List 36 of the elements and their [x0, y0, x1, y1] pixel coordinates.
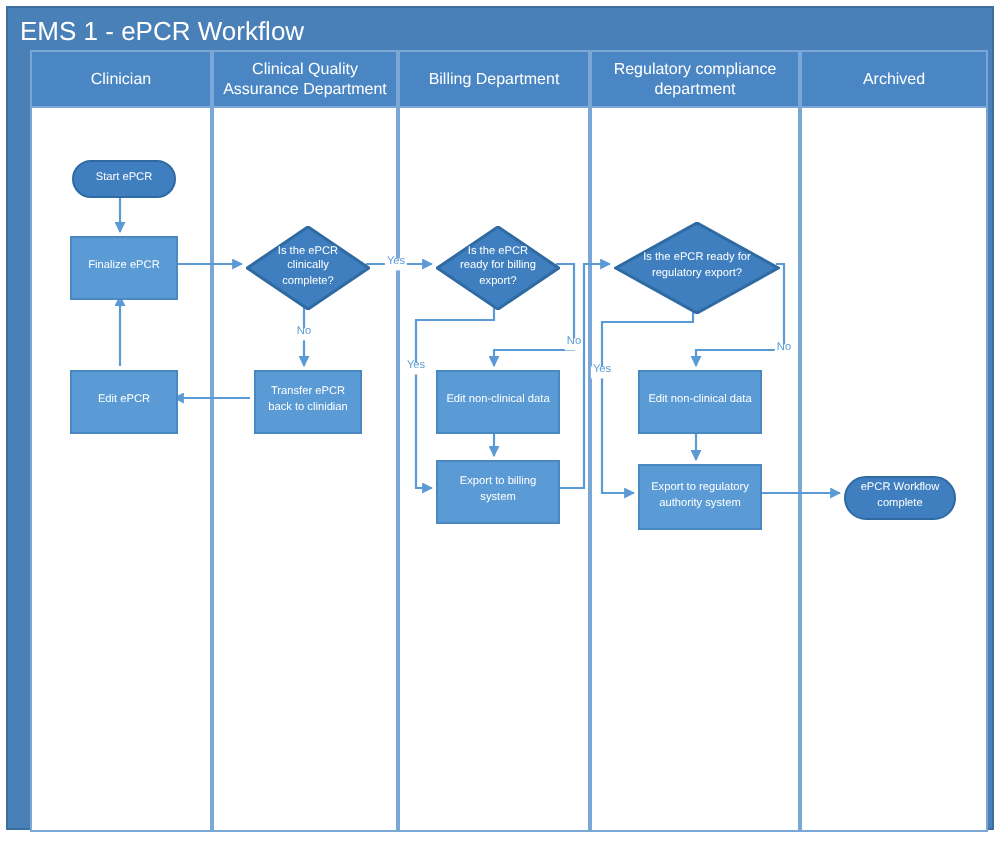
process-box [70, 236, 178, 300]
connector-arrow [172, 392, 250, 404]
terminator-shape [844, 475, 956, 519]
connector-arrow [114, 194, 126, 234]
connector-arrow [114, 294, 126, 366]
process-box [638, 370, 762, 434]
process-box [436, 370, 560, 434]
diagram-title: EMS 1 - ePCR Workflow [20, 16, 305, 46]
connector-arrow [556, 258, 612, 490]
connector-arrow [690, 262, 786, 368]
connector-arrow [366, 258, 434, 270]
decision-diamond [614, 222, 780, 314]
decision-diamond [436, 226, 560, 310]
lane-header: Regulatory compliance department [590, 50, 800, 108]
connector-arrow [488, 262, 576, 368]
lane-header: Billing Department [398, 50, 590, 108]
connector-arrow [758, 487, 842, 499]
connector-arrow [690, 430, 702, 462]
connector-arrow [414, 306, 496, 494]
decision-diamond [246, 226, 370, 310]
connector-arrow [174, 258, 244, 270]
terminator-shape [72, 160, 176, 198]
connector-arrow [298, 306, 310, 368]
swimlane-pool [6, 6, 994, 830]
lane-header: Clinical Quality Assurance Department [212, 50, 398, 108]
process-box [638, 464, 762, 530]
swimlane [590, 50, 800, 832]
connector-arrow [488, 430, 500, 458]
lane-header: Clinician [30, 50, 212, 108]
swimlane [30, 50, 212, 832]
swimlane [800, 50, 988, 832]
connector-arrow [600, 310, 695, 499]
process-box [70, 370, 178, 434]
process-box [254, 370, 362, 434]
process-box [436, 460, 560, 524]
lane-header: Archived [800, 50, 988, 108]
